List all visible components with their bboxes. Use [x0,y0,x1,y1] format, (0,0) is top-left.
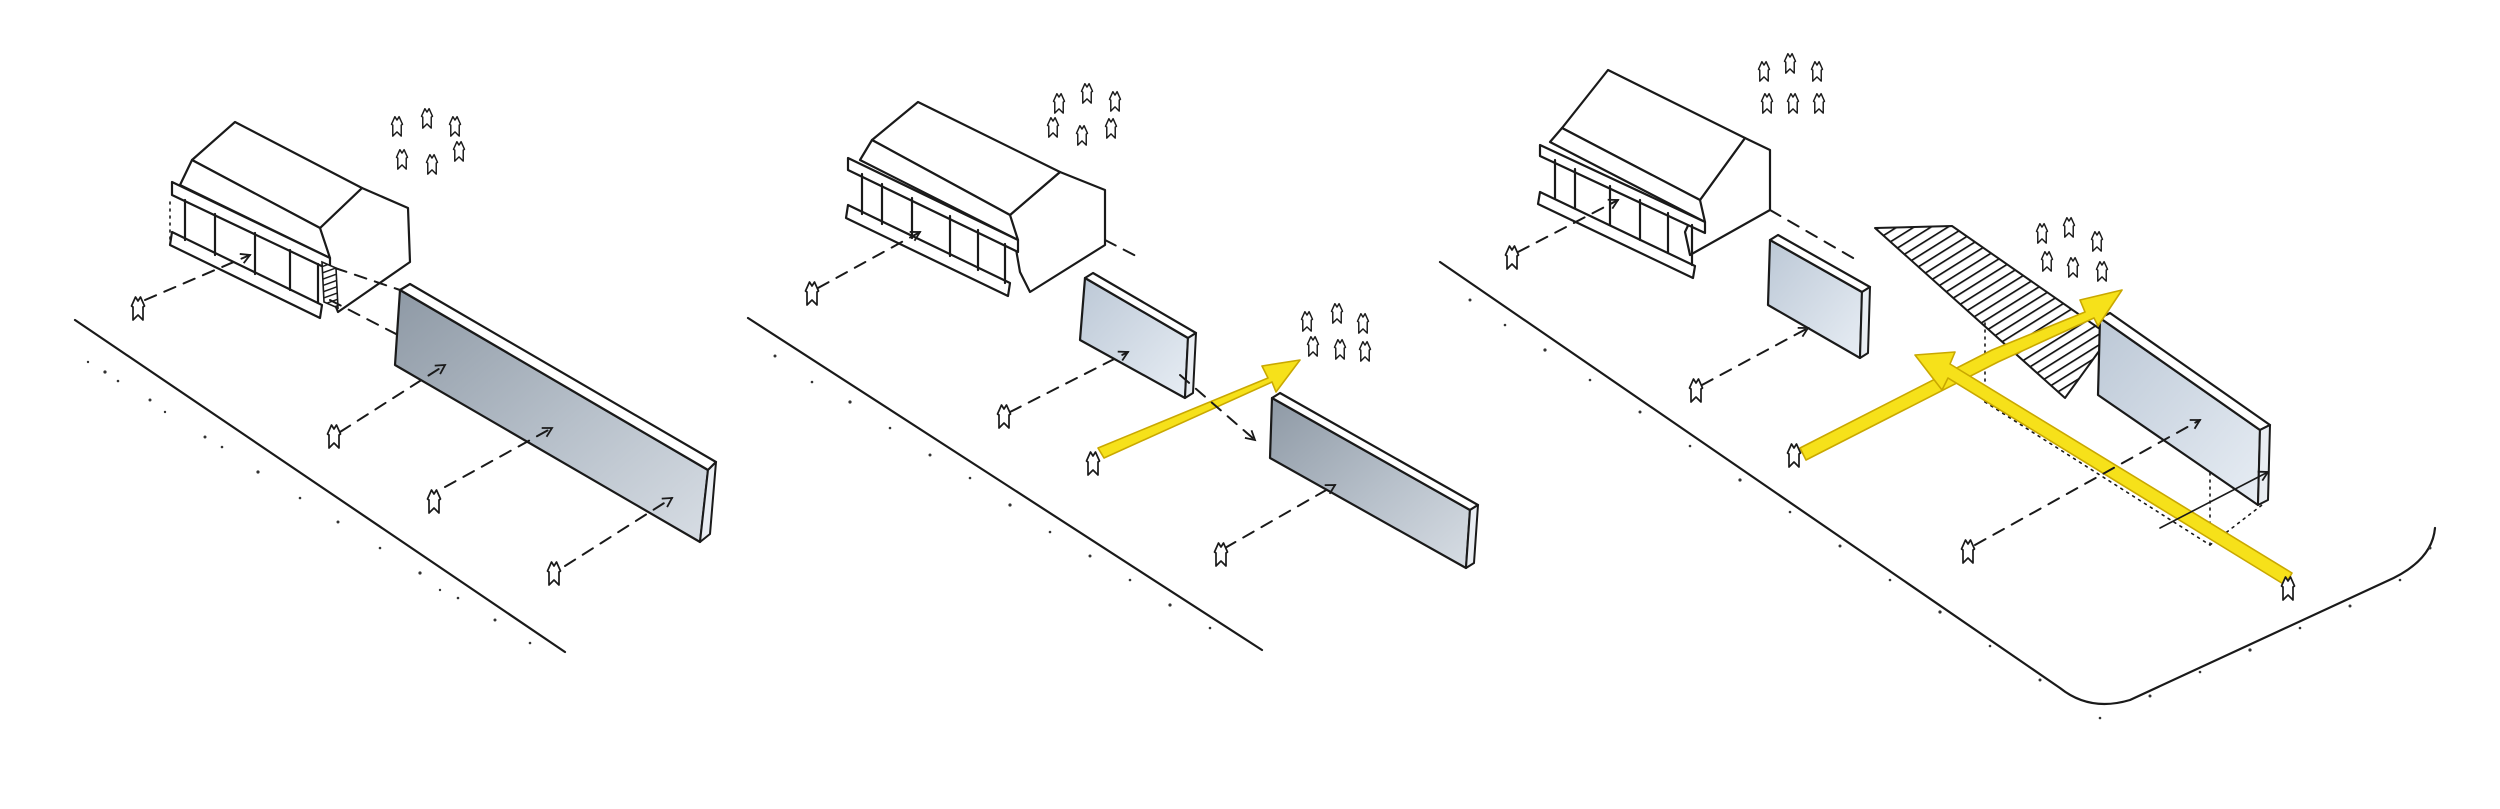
person-icon [1300,310,1314,332]
road-speckle [1468,298,2432,720]
sightline-arrow [1179,374,1257,442]
person-icon [2095,260,2109,282]
sightlines [1517,198,2270,546]
person-icon [420,107,434,129]
house-porch-floor [168,230,324,320]
person-icon [1810,60,1824,82]
yellow-arrow-icon [1097,359,1301,459]
person-icon [1960,539,1976,564]
site-boundary-line [1438,260,2437,706]
screen-wall-end [1859,286,1871,359]
person-icon [2066,256,2080,278]
screen-wall-end [1465,504,1479,569]
house-porch-columns [1553,158,1694,267]
person-icon [1504,245,1520,270]
house-end-shadow [321,260,339,310]
person-icon [2062,216,2076,238]
person-icon [2040,250,2054,272]
sightline-dashed-guide [334,267,401,291]
house [1536,68,1772,280]
sightline-arrow [1224,484,1337,549]
house-porch-floor [1536,190,1697,280]
person-icon [1108,90,1122,112]
sightline-arrow [1974,419,2202,546]
yellow-arrow-icon [1914,351,2293,586]
person-icon [1046,116,1060,138]
person-icon [130,296,146,321]
pergola-roof [1874,225,2111,399]
house-porch-roof [846,156,1020,254]
sightline-arrow [564,497,674,567]
sightline-arrow [1517,198,1620,253]
pergola-canopy [1874,225,2111,399]
sightline-arrow [817,231,922,289]
screen-wall-short [1766,233,1872,360]
person-icon [804,281,820,306]
person-icon [426,489,442,514]
person-icon [1333,338,1347,360]
person-icon [1358,340,1372,362]
person-icon [1104,117,1118,139]
road-edge-line [746,316,1264,652]
person-icon [1075,124,1089,146]
sightline-arrow [144,253,252,301]
person-icon [1213,542,1229,567]
person-icon [395,148,409,170]
panel-1 [73,107,718,654]
sightline-dashed-guide [1104,239,1141,259]
person-icon [1356,312,1370,334]
person-icon [1052,92,1066,114]
sightline-arrow [2159,470,2270,529]
person-icon [1786,443,1802,468]
person-icon [1080,82,1094,104]
road-speckle [773,354,1212,630]
person-icon [2035,222,2049,244]
house [168,120,412,320]
house-porch-floor [844,203,1012,298]
house-porch-roof [1538,143,1707,235]
person-icon [1688,378,1704,403]
person-icon [448,115,462,137]
person-icon [1786,92,1800,114]
road-speckle [86,360,532,645]
person-icon [546,561,562,586]
person-icon [1760,92,1774,114]
person-icon [2090,230,2104,252]
screen-wall-short [1078,271,1198,400]
house [844,100,1107,298]
screen-wall [393,282,718,544]
screen-wall-long [1268,391,1480,570]
person-icon [1330,302,1344,324]
screen-wall-long [2096,311,2272,507]
person-icon [2280,576,2296,601]
person-icon [452,140,466,162]
sightline-arrow [1009,350,1130,413]
person-icon [390,115,404,137]
sightline-arrow [339,364,447,433]
sightline-arrow [1701,326,1810,386]
screen-wall-end [699,461,717,543]
house-porch-columns [183,198,320,305]
person-icon [326,424,342,449]
sightline-arrow [444,427,554,488]
screen-wall-end [2257,424,2271,506]
road-edge-line [73,318,567,654]
sightlines [817,231,1337,549]
person-icon [1757,60,1771,82]
person-icon [425,153,439,175]
person-icon [1085,451,1101,476]
person-icon [1812,92,1826,114]
sightline-dashed-guide [1769,209,1861,263]
panel-3 [1438,52,2437,720]
person-icon [1306,335,1320,357]
person-icon [996,404,1012,429]
sightline-dashed-guide [329,299,399,336]
sightlines [144,253,674,567]
person-icon [1783,52,1797,74]
panel-2 [746,82,1480,652]
